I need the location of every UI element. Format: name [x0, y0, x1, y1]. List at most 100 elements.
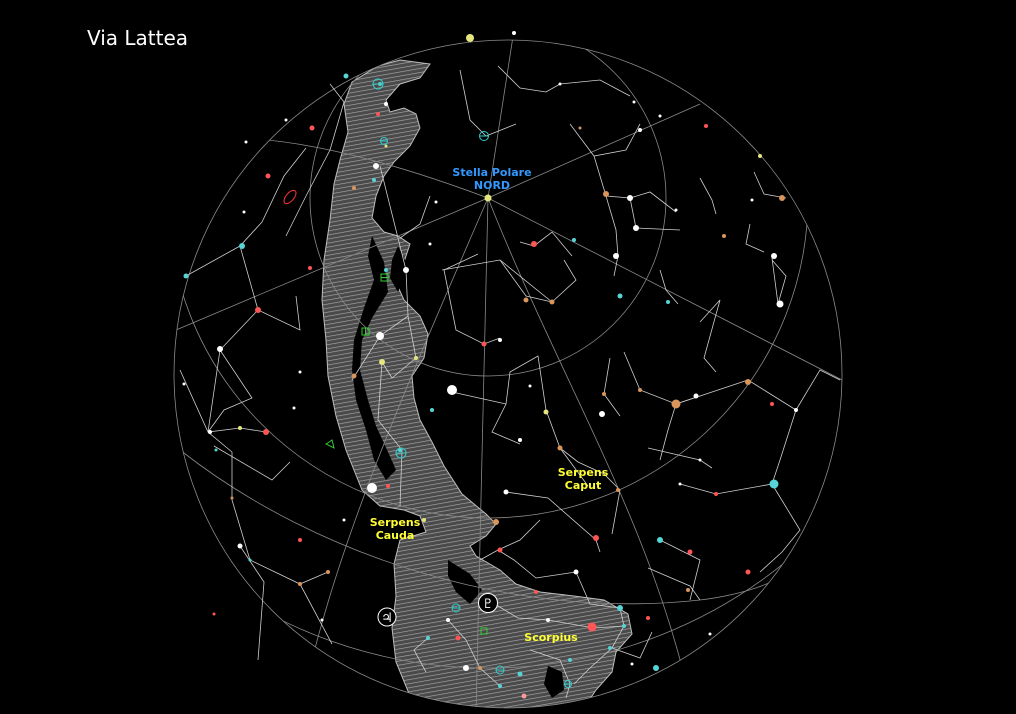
star [666, 300, 670, 304]
declination-circle [174, 40, 809, 519]
star [244, 140, 248, 144]
milky-way-rift-3 [448, 560, 482, 604]
horizon-circle [173, 39, 843, 709]
star [265, 173, 271, 179]
ra-line [487, 197, 842, 381]
star [446, 618, 450, 622]
ra-line [487, 197, 691, 701]
star [512, 31, 516, 35]
star [208, 430, 212, 434]
star [351, 373, 357, 379]
star [678, 482, 682, 486]
jupiter-symbol-ring [377, 607, 397, 627]
galaxy-icon [283, 189, 297, 205]
milky-way-rift [352, 236, 396, 480]
star [750, 198, 754, 202]
star [212, 612, 216, 616]
star [255, 307, 261, 313]
star [428, 242, 432, 246]
pluto-symbol-ring [478, 593, 498, 613]
star [657, 537, 663, 543]
stars [182, 31, 798, 699]
star [403, 267, 409, 273]
scorpius-label: Scorpius [524, 631, 578, 644]
deep-sky-objects [283, 78, 572, 688]
star [434, 200, 438, 204]
star [373, 163, 379, 169]
star [298, 582, 302, 586]
star [745, 569, 751, 575]
star [671, 399, 681, 409]
star [622, 624, 626, 628]
chart-title: Via Lattea [87, 26, 189, 50]
open-cluster-icon [361, 327, 370, 336]
star [248, 558, 252, 562]
star [608, 646, 612, 650]
star [263, 429, 269, 435]
star [298, 538, 302, 542]
star [214, 448, 218, 452]
serpens-caput-label: Serpens Caput [557, 466, 609, 492]
star [638, 388, 642, 392]
star [372, 178, 376, 182]
declination-circle [309, 40, 667, 377]
milky-way-rift-2 [390, 246, 408, 292]
star [632, 100, 636, 104]
star [309, 125, 315, 131]
star [463, 665, 469, 671]
star [342, 518, 346, 522]
star [776, 300, 784, 308]
star [686, 588, 690, 592]
star [603, 191, 609, 197]
nebula-icon [325, 439, 335, 449]
star [698, 458, 702, 462]
star [238, 426, 242, 430]
star [722, 234, 726, 238]
star [183, 273, 189, 279]
star [384, 144, 388, 148]
globular-cluster-icon [479, 131, 489, 141]
star [239, 243, 245, 249]
star [616, 488, 620, 492]
star [602, 392, 606, 396]
star [493, 519, 499, 525]
star [379, 359, 385, 365]
star [769, 479, 779, 489]
star [549, 299, 555, 305]
milky-way [321, 59, 633, 708]
globular-cluster-icon [372, 78, 384, 90]
star [182, 382, 186, 386]
star [771, 253, 777, 259]
star [531, 241, 537, 247]
globular-cluster-icon [451, 603, 461, 613]
star [687, 549, 693, 555]
star [376, 112, 380, 116]
globular-cluster-icon [495, 665, 505, 675]
star [534, 590, 538, 594]
star [770, 402, 774, 406]
star [517, 671, 523, 677]
star [237, 543, 243, 549]
star [320, 618, 324, 622]
star [308, 266, 312, 270]
ra-line [487, 40, 515, 199]
star [557, 445, 563, 451]
star [352, 186, 356, 190]
star [426, 636, 430, 640]
star [398, 448, 402, 452]
star [708, 632, 712, 636]
star [627, 195, 633, 201]
globular-cluster-icon [395, 447, 407, 459]
open-cluster-icon [480, 627, 488, 635]
star [498, 684, 502, 688]
star [758, 154, 762, 158]
star [384, 268, 388, 272]
star [521, 693, 527, 699]
star [745, 379, 751, 385]
star [523, 297, 529, 303]
ra-line [175, 197, 489, 331]
ra-line [475, 197, 489, 708]
star [613, 253, 619, 259]
star [367, 483, 377, 493]
